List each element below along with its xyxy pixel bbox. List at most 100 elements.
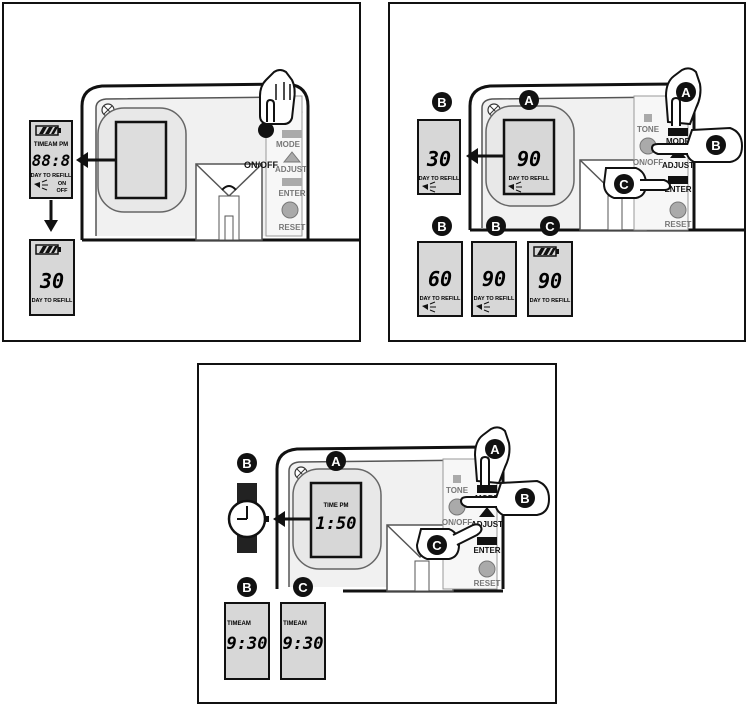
marker-c-label: C — [619, 177, 629, 192]
tone-indicator — [453, 475, 461, 483]
marker-a-display — [326, 451, 346, 471]
pointing-hand-c-icon: C — [602, 167, 672, 199]
marker-a-label: A — [681, 85, 691, 100]
lcd-result-b: TIMEAM 9:30 — [224, 602, 270, 680]
off-label: OFF — [57, 188, 69, 194]
marker-a-label: A — [490, 442, 500, 457]
panel-set-refill-days-illustration: 90 DAY TO REFILL TONE ON/OFF MODE ADJUST… — [417, 67, 744, 317]
wristwatch-icon — [227, 483, 269, 553]
on-off-button[interactable] — [258, 122, 274, 138]
days-value: 30 — [39, 269, 64, 293]
reset-button[interactable] — [478, 560, 496, 578]
main-time-value: 1:50 — [316, 514, 357, 534]
day-to-refill-label: DAY TO REFILL — [530, 298, 571, 304]
marker-c-label: C — [298, 580, 308, 595]
marker-b-label: B — [437, 219, 446, 234]
marker-c-label: C — [545, 219, 555, 234]
arrow-head-icon — [76, 152, 88, 168]
mode-indicator — [282, 130, 302, 138]
marker-a-label: A — [331, 454, 341, 469]
marker-b-label: B — [711, 138, 720, 153]
adjust-triangle-icon — [282, 151, 302, 163]
marker-c-option-3 — [540, 216, 560, 236]
result-time-value: 9:30 — [227, 634, 268, 654]
marker-c-label: C — [432, 538, 442, 553]
enter-label: ENTER — [278, 189, 305, 198]
marker-b-watch — [237, 453, 257, 473]
marker-b-option-1 — [432, 216, 452, 236]
pointing-hand-icon — [259, 69, 296, 125]
marker-b-option-2 — [486, 216, 506, 236]
side-days-value: 30 — [426, 147, 451, 171]
spray-icon — [476, 304, 482, 310]
lcd-option-3: 90 DAY TO REFILL — [527, 241, 573, 317]
time-am-pm-label: TIMEAM PM — [34, 142, 68, 148]
adjust-label: ADJUST — [471, 520, 503, 529]
lcd-option-1: 60 DAY TO REFILL — [417, 241, 463, 317]
mode-button[interactable] — [668, 128, 688, 136]
marker-a-label: A — [524, 93, 534, 108]
enter-button[interactable] — [668, 176, 688, 184]
spray-icon — [422, 304, 428, 310]
option-days-value: 90 — [538, 269, 562, 293]
reset-label: RESET — [279, 223, 306, 232]
pointing-hand-a-icon: A — [473, 426, 511, 485]
refill-compartment — [195, 163, 263, 241]
marker-b-label: B — [520, 491, 529, 506]
day-to-refill-label: DAY TO REFILL — [474, 296, 515, 302]
time-am-label: TIMEAM — [227, 621, 251, 627]
reset-label: RESET — [474, 579, 501, 588]
on-off-label: ON/OFF — [442, 518, 472, 527]
panel-power-on: MODE ADJUST ENTER RESET ON/OFF TIMEAM PM… — [2, 2, 361, 342]
mode-button[interactable] — [477, 485, 497, 493]
adjust-label: ADJUST — [275, 165, 307, 174]
day-to-refill-label: DAY TO REFILL — [32, 298, 73, 304]
pointing-hand-b-icon: B — [459, 479, 551, 516]
main-lcd: TIME PM 1:50 — [309, 481, 363, 559]
pointing-hand-c-icon: C — [415, 523, 483, 560]
tone-label: TONE — [446, 486, 469, 495]
mode-label: MODE — [666, 137, 691, 146]
on-off-label: ON/OFF — [244, 160, 278, 170]
dispenser-unit: TIME PM 1:50 TONE ON/OFF MODE ADJUST ENT… — [275, 445, 505, 593]
lcd-result-c: TIMEAM 9:30 — [280, 602, 326, 680]
marker-a-display — [519, 90, 539, 110]
pointing-hand-a-icon: A — [664, 67, 702, 126]
marker-b-label: B — [242, 456, 251, 471]
enter-button[interactable] — [477, 537, 497, 545]
main-days-value: 90 — [517, 147, 541, 171]
spray-icon — [508, 184, 514, 190]
time-pm-label: TIME PM — [324, 503, 349, 509]
day-to-refill-label: DAY TO REFILL — [420, 296, 461, 302]
spray-icon — [422, 184, 428, 190]
lcd-option-2: 90 DAY TO REFILL — [471, 241, 517, 317]
day-to-refill-label: DAY TO REFILL — [31, 173, 72, 179]
on-off-label: ON/OFF — [633, 158, 663, 167]
on-label: ON — [58, 181, 66, 187]
panel-set-time: TIME PM 1:50 TONE ON/OFF MODE ADJUST ENT… — [197, 363, 557, 704]
enter-label: ENTER — [473, 546, 500, 555]
adjust-label: ADJUST — [662, 161, 694, 170]
time-am-label: TIMEAM — [283, 621, 307, 627]
lcd-side: 30 DAY TO REFILL — [417, 119, 461, 195]
all-segments-digits: 88:8 — [32, 151, 71, 170]
marker-b-label: B — [437, 95, 446, 110]
mode-label: MODE — [276, 140, 301, 149]
option-days-value: 60 — [428, 267, 452, 291]
adjust-triangle-icon[interactable] — [479, 507, 495, 517]
pointing-hand-b-icon: B — [650, 126, 744, 163]
panel-set-time-illustration: TIME PM 1:50 TONE ON/OFF MODE ADJUST ENT… — [224, 426, 551, 680]
marker-b-label: B — [242, 580, 251, 595]
lcd-30-days: 30 DAY TO REFILL — [29, 239, 75, 316]
reset-button[interactable] — [281, 201, 299, 219]
enter-label: ENTER — [664, 185, 691, 194]
enter-indicator — [282, 178, 302, 186]
reset-label: RESET — [665, 220, 692, 229]
option-days-value: 90 — [482, 267, 506, 291]
tone-indicator — [644, 114, 652, 122]
marker-c-result — [293, 577, 313, 597]
marker-b-result — [237, 577, 257, 597]
day-to-refill-label: DAY TO REFILL — [419, 176, 460, 182]
reset-button[interactable] — [669, 201, 687, 219]
main-lcd-blank — [114, 120, 168, 200]
